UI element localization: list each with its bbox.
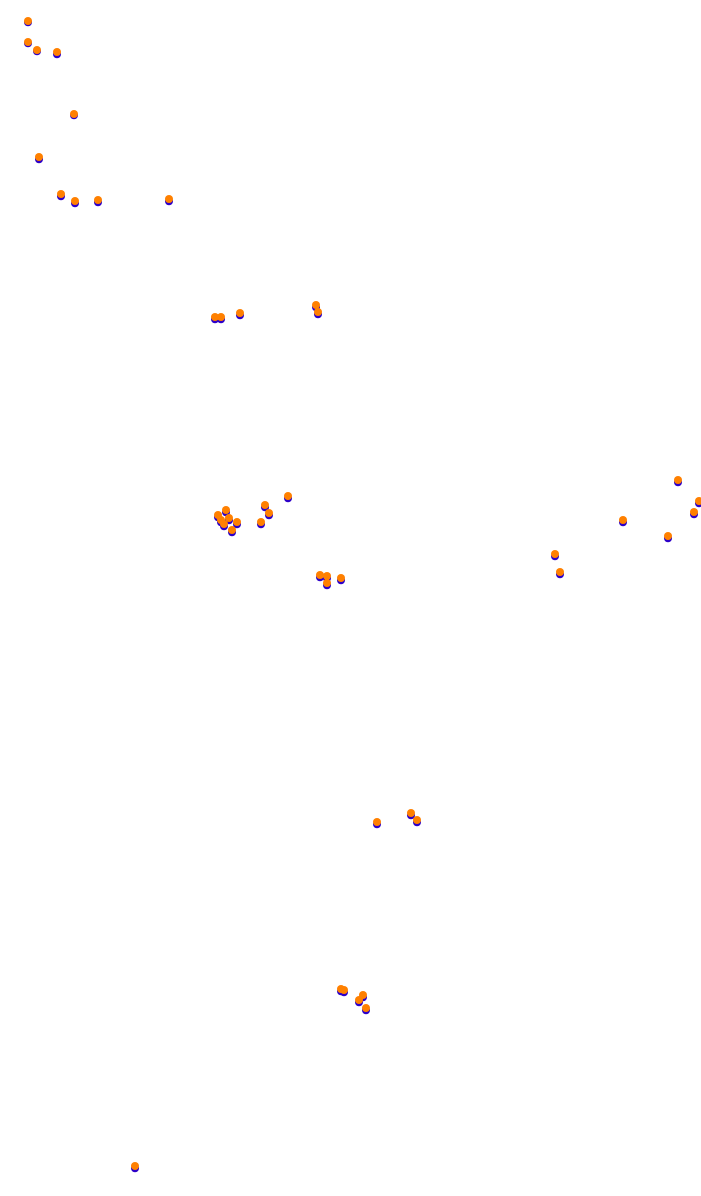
data-point (33, 46, 41, 54)
data-point (695, 497, 701, 505)
data-point (265, 509, 273, 517)
data-point (551, 550, 559, 558)
series-2 (24, 17, 701, 1170)
data-point (94, 196, 102, 204)
data-point (71, 197, 79, 205)
data-point (35, 153, 43, 161)
data-point (323, 572, 331, 580)
data-point (407, 809, 415, 817)
data-point (24, 38, 32, 46)
data-point (257, 518, 265, 526)
data-point (413, 816, 421, 824)
data-point (362, 1004, 370, 1012)
data-point (228, 526, 236, 534)
data-point (70, 110, 78, 118)
data-point (165, 195, 173, 203)
data-point (340, 986, 348, 994)
data-point (53, 48, 61, 56)
data-point (323, 579, 331, 587)
data-point (236, 309, 244, 317)
data-point (337, 574, 345, 582)
data-point (284, 492, 292, 500)
data-point (217, 313, 225, 321)
data-point (664, 532, 672, 540)
data-point (222, 506, 230, 514)
data-point (211, 313, 219, 321)
data-point (359, 991, 367, 999)
data-point (261, 501, 269, 509)
data-point (619, 516, 627, 524)
data-point (373, 818, 381, 826)
data-point (131, 1162, 139, 1170)
data-point (674, 476, 682, 484)
data-point (314, 308, 322, 316)
series-layer (24, 17, 701, 1173)
data-point (690, 508, 698, 516)
data-point (556, 568, 564, 576)
data-point (312, 301, 320, 309)
data-point (57, 190, 65, 198)
data-point (220, 520, 228, 528)
data-point (233, 518, 241, 526)
data-point (24, 17, 32, 25)
data-point (316, 571, 324, 579)
data-point (225, 514, 233, 522)
